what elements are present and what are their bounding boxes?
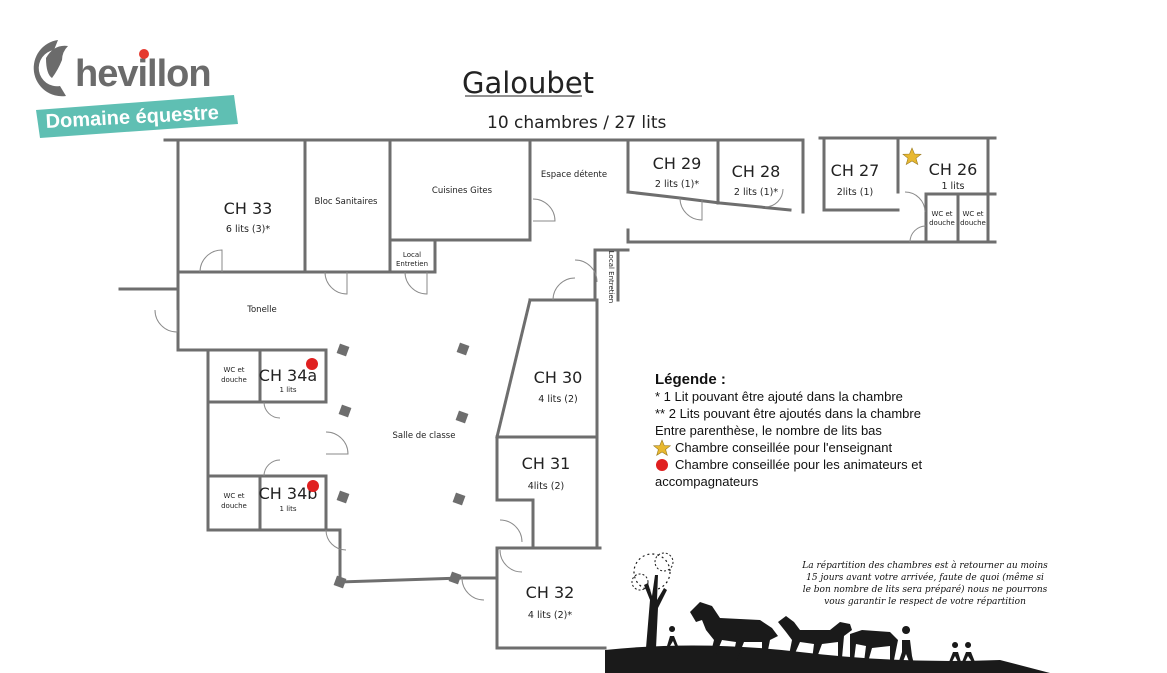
room-ch31: CH 31 4lits (2) xyxy=(522,454,571,492)
room-beds: 1 lits xyxy=(280,386,297,394)
room-beds: 2 lits (1)* xyxy=(655,179,699,190)
area-local-entretien-vertical: Local Entretien xyxy=(607,251,615,303)
room-ch34b: CH 34b 1 lits xyxy=(259,480,319,513)
room-ch27: CH 27 2lits (1) xyxy=(831,161,880,198)
page-title: Galoubet xyxy=(462,66,594,100)
room-beds: 1 lits xyxy=(941,181,964,192)
note-line-3: le bon nombre de lits sera préparé) nous… xyxy=(803,584,1048,595)
logo: hevillon Domaine équestre xyxy=(33,40,238,138)
area-wc-34b-line1: WC et xyxy=(223,492,244,500)
room-beds: 4 lits (2) xyxy=(538,394,578,405)
note: La répartition des chambres est à retour… xyxy=(801,560,1048,607)
area-bloc-sanitaires: Bloc Sanitaires xyxy=(315,197,379,207)
area-local-entretien-line1: Local xyxy=(403,251,421,259)
room-name: CH 28 xyxy=(732,162,781,181)
room-ch26: CH 26 1 lits xyxy=(929,160,978,192)
legend: Légende : * 1 Lit pouvant être ajouté da… xyxy=(652,371,923,489)
logo-subtitle: Domaine équestre xyxy=(45,102,219,133)
room-name: CH 32 xyxy=(526,583,575,602)
area-wc-26-line2: douche xyxy=(929,219,955,227)
logo-horse-head-icon xyxy=(46,45,68,78)
area-salle-classe: Salle de classe xyxy=(393,431,456,441)
area-wc-34a-line1: WC et xyxy=(223,366,244,374)
legend-dot-icon xyxy=(656,459,668,471)
room-beds: 1 lits xyxy=(280,505,297,513)
room-beds: 4lits (2) xyxy=(528,481,564,492)
legend-line-5b: accompagnateurs xyxy=(655,474,759,489)
room-ch29: CH 29 2 lits (1)* xyxy=(653,154,702,190)
legend-line-3: Entre parenthèse, le nombre de lits bas xyxy=(655,423,882,438)
area-local-entretien-line2: Entretien xyxy=(396,260,428,268)
area-tonelle: Tonelle xyxy=(246,305,277,315)
legend-line-5a: Chambre conseillée pour les animateurs e… xyxy=(675,457,923,472)
note-line-1: La répartition des chambres est à retour… xyxy=(801,560,1048,571)
animator-dot-icon xyxy=(306,358,318,370)
legend-line-2: ** 2 Lits pouvant être ajoutés dans la c… xyxy=(655,406,921,421)
legend-line-1: * 1 Lit pouvant être ajouté dans la cham… xyxy=(655,389,903,404)
area-wc-34a-line2: douche xyxy=(221,376,247,384)
area-wc-26-line1: WC et xyxy=(931,210,952,218)
area-wc-26b-line1: WC et xyxy=(962,210,983,218)
area-wc-34b-line2: douche xyxy=(221,502,247,510)
room-ch32: CH 32 4 lits (2)* xyxy=(526,583,575,621)
area-cuisines: Cuisines Gites xyxy=(432,186,493,196)
room-beds: 2lits (1) xyxy=(837,187,873,198)
walls xyxy=(118,136,997,650)
room-ch28: CH 28 2 lits (1)* xyxy=(732,162,781,198)
logo-banner xyxy=(36,95,238,138)
teacher-star-icon xyxy=(902,147,922,166)
logo-word: hevillon xyxy=(75,53,211,95)
area-espace-detente: Espace détente xyxy=(541,169,607,180)
note-line-4: vous garantir le respect de votre répart… xyxy=(824,596,1026,607)
note-line-2: 15 jours avant votre arrivée, faute de q… xyxy=(806,572,1044,583)
room-name: CH 26 xyxy=(929,160,978,179)
animator-dot-icon xyxy=(307,480,319,492)
room-ch34a: CH 34a 1 lits xyxy=(259,358,318,394)
room-beds: 6 lits (3)* xyxy=(226,224,270,235)
legend-star-icon xyxy=(652,439,672,456)
room-name: CH 27 xyxy=(831,161,880,180)
room-beds: 2 lits (1)* xyxy=(734,187,778,198)
room-name: CH 33 xyxy=(224,199,273,218)
room-name: CH 30 xyxy=(534,368,583,387)
pillars xyxy=(333,342,470,589)
area-wc-26b-line2: douche xyxy=(960,219,986,227)
doors xyxy=(154,188,927,601)
room-name: CH 29 xyxy=(653,154,702,173)
room-name: CH 34a xyxy=(259,366,317,385)
logo-horse-c-icon xyxy=(33,40,66,97)
legend-line-4: Chambre conseillée pour l'enseignant xyxy=(675,440,893,455)
room-ch33: CH 33 6 lits (3)* xyxy=(224,199,273,235)
room-beds: 4 lits (2)* xyxy=(528,610,572,621)
legend-title: Légende : xyxy=(655,371,726,388)
page-subtitle: 10 chambres / 27 lits xyxy=(487,113,667,133)
room-name: CH 31 xyxy=(522,454,571,473)
horses-silhouette-image xyxy=(605,552,1050,673)
room-ch30: CH 30 4 lits (2) xyxy=(534,368,583,405)
room-name: CH 34b xyxy=(259,484,318,503)
logo-dot xyxy=(139,49,149,59)
